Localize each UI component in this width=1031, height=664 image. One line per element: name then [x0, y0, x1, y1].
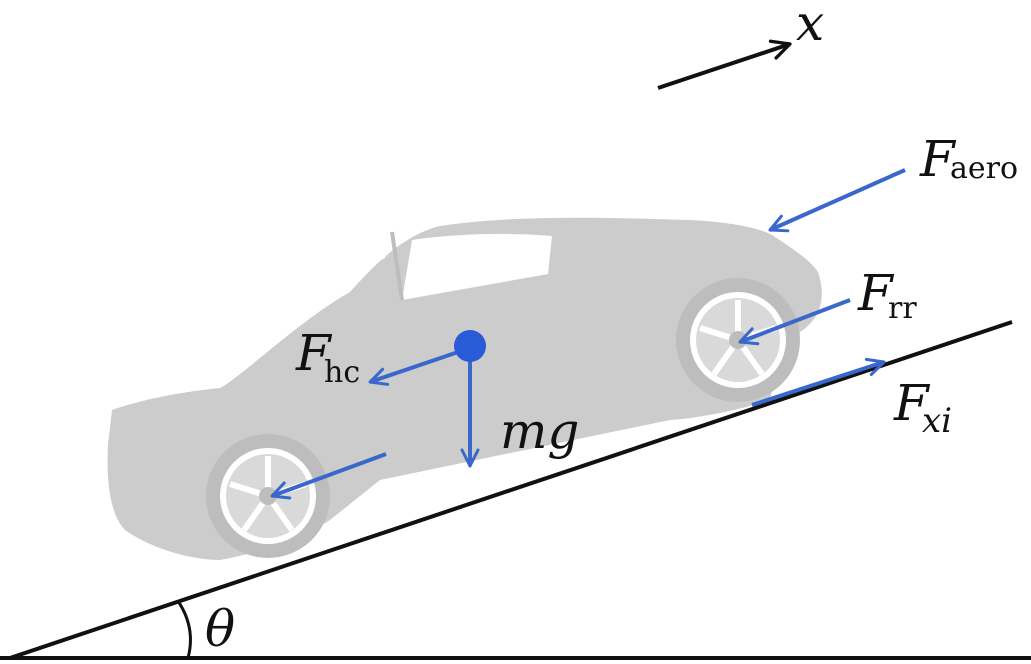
front-window: [402, 233, 552, 300]
f-aero-label: F aero: [919, 130, 1018, 188]
x-axis-arrow: [657, 39, 792, 90]
f-xi-arrow: [751, 357, 886, 407]
svg-text:xi: xi: [922, 401, 952, 441]
theta-label: θ: [205, 600, 235, 658]
f-hc-label: F hc: [295, 324, 360, 390]
x-axis-label: x: [796, 0, 824, 52]
svg-text:rr: rr: [888, 291, 917, 326]
theta-arc: [176, 600, 192, 659]
svg-text:F: F: [919, 130, 957, 188]
svg-text:F: F: [893, 374, 931, 432]
svg-text:F: F: [857, 264, 895, 322]
svg-text:F: F: [295, 324, 333, 382]
f-rr-front-arrow: [738, 298, 851, 346]
f-rr-label: F rr: [857, 264, 917, 326]
mg-label: mg: [500, 402, 579, 460]
f-xi-label: F xi: [893, 374, 952, 441]
svg-text:aero: aero: [950, 151, 1018, 186]
car-silhouette-icon: [107, 217, 822, 560]
rear-window: [270, 234, 395, 318]
f-aero-arrow: [768, 168, 906, 233]
front-wheel: [676, 278, 800, 402]
f-rr-rear-arrow: [270, 452, 387, 500]
f-hc-arrow: [368, 346, 471, 386]
center-of-mass-dot: [454, 330, 486, 362]
svg-text:hc: hc: [324, 355, 360, 390]
door-line: [390, 231, 404, 301]
rear-wheel: [206, 434, 330, 558]
